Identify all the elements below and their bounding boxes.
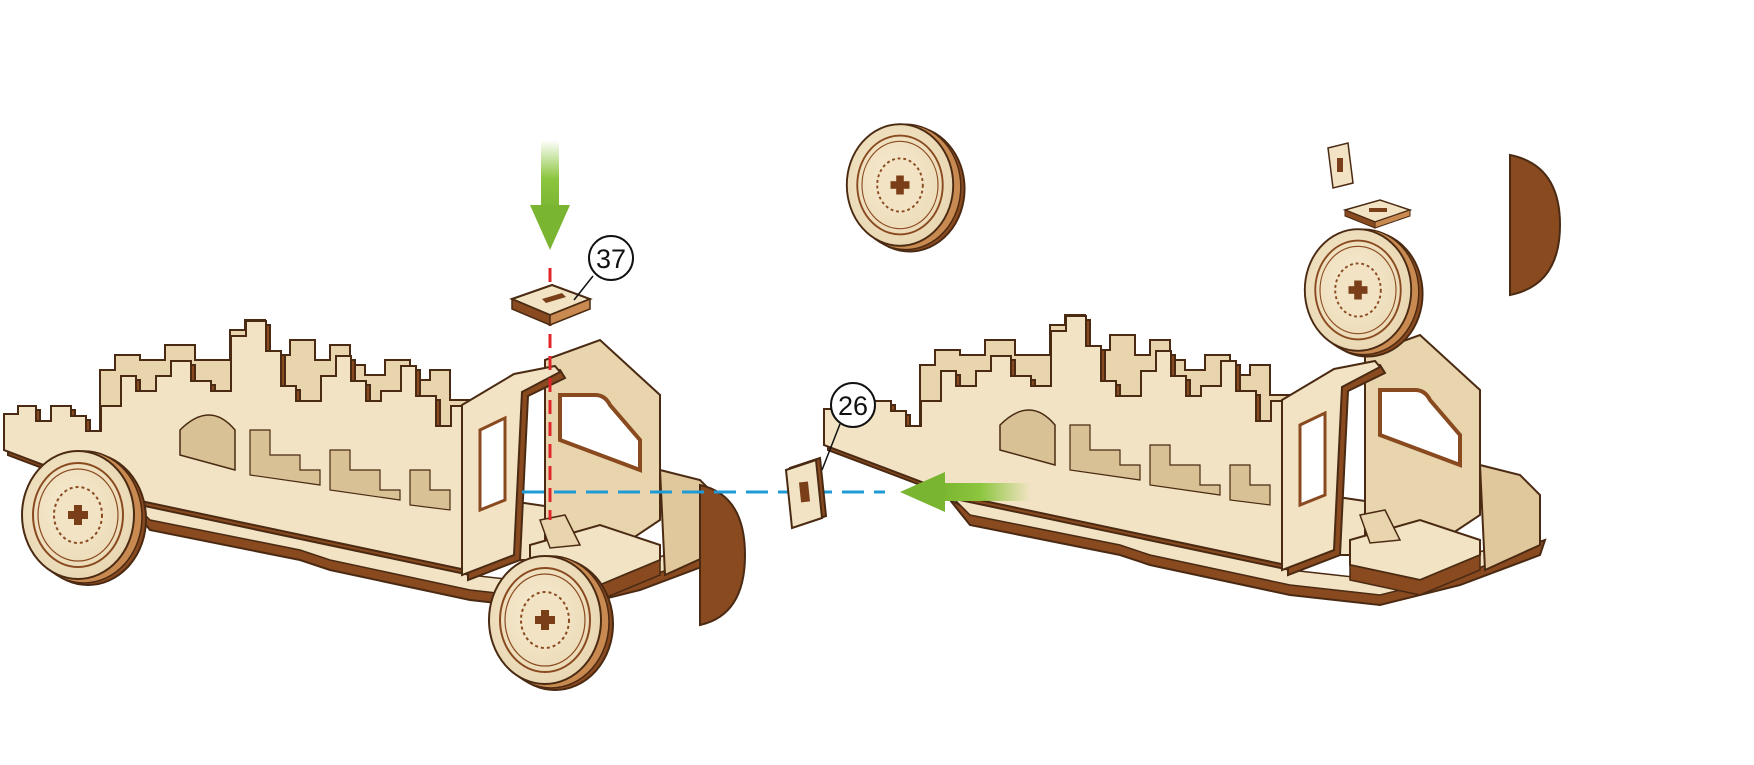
rear-wheel <box>21 450 147 586</box>
part-26 <box>784 456 828 530</box>
installed-part-26 <box>1327 142 1354 189</box>
callout-26: 26 <box>821 382 876 471</box>
rear-wheel <box>845 123 966 253</box>
callout-label-26: 26 <box>838 391 868 421</box>
callout-37: 37 <box>573 235 634 301</box>
front-wheel <box>1303 228 1424 358</box>
callout-label-37: 37 <box>596 244 626 274</box>
exploded-truck <box>2 318 747 691</box>
installed-part-37 <box>1342 199 1413 229</box>
assembled-truck <box>822 123 1562 607</box>
green-arrow-down-icon <box>530 140 570 250</box>
part-37 <box>509 283 593 327</box>
front-wheel <box>488 555 614 691</box>
green-arrow-left-icon <box>900 472 1030 512</box>
